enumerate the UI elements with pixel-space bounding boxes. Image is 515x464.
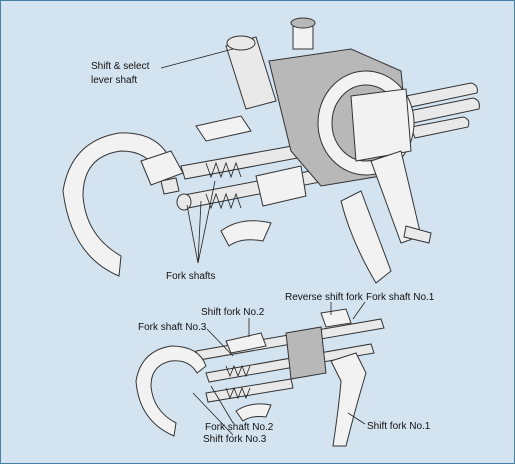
lower-assembly <box>135 308 385 447</box>
lower-middle-forks <box>225 326 327 422</box>
label-shift-select-line1: Shift & select <box>91 61 150 72</box>
label-shift-select-line2: lever shaft <box>91 75 137 86</box>
lower-left-shift-fork <box>135 345 207 437</box>
label-fork-shaft-no3: Fork shaft No.3 <box>138 322 207 333</box>
label-shift-fork-no1: Shift fork No.1 <box>367 421 431 432</box>
label-fork-shaft-no2: Fork shaft No.2 <box>205 422 274 433</box>
detent-springs <box>205 161 242 210</box>
label-fork-shafts: Fork shafts <box>166 271 215 282</box>
shift-select-lever-shaft <box>225 35 277 110</box>
leader-lines <box>160 48 366 436</box>
label-shift-fork-no3: Shift fork No.3 <box>203 434 267 445</box>
upper-left-shift-fork <box>62 132 184 277</box>
label-fork-shaft-no1: Fork shaft No.1 <box>366 292 435 303</box>
lower-springs <box>225 364 251 400</box>
lower-reverse-fork <box>320 308 352 328</box>
shift-housing <box>268 17 415 187</box>
rear-fork-shafts <box>405 82 480 139</box>
label-shift-fork-no2: Shift fork No.2 <box>201 307 265 318</box>
label-reverse-shift-fork: Reverse shift fork <box>285 292 364 303</box>
lower-right-shift-fork <box>330 352 367 447</box>
labels: Shift & select lever shaft Fork shafts S… <box>91 61 435 445</box>
upper-middle-shift-forks <box>195 115 307 247</box>
upper-assembly <box>62 17 480 284</box>
upper-right-shift-fork <box>340 150 432 284</box>
